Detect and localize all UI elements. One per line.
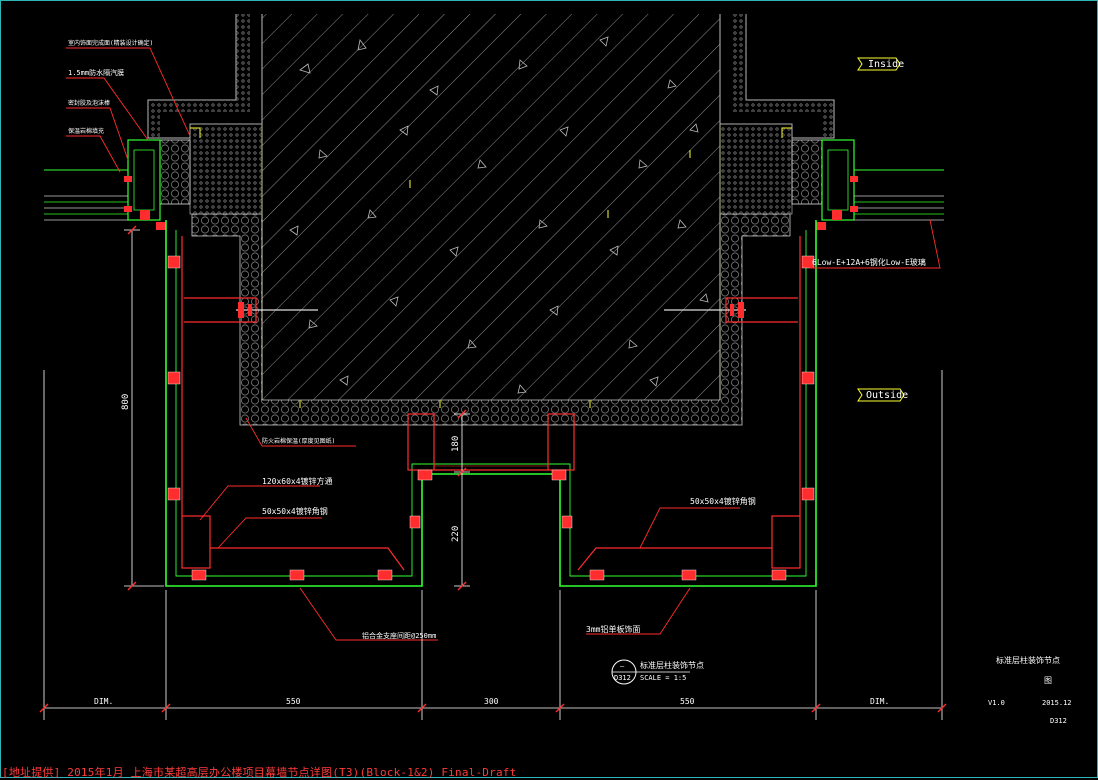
inside-tag	[857, 57, 901, 71]
title-block-stamp: 图	[1044, 676, 1052, 685]
detail-title: 标准层柱装饰节点	[640, 660, 704, 670]
dimension-lines	[43, 229, 943, 720]
angle-right-label: 50x50x4镀锌角钢	[690, 496, 756, 506]
dim-550-right: 550	[680, 697, 695, 706]
title-block-title: 标准层柱装饰节点	[996, 655, 1060, 665]
dimension-ticks	[39, 225, 947, 713]
detail-marker	[611, 659, 690, 685]
detail-number: —	[620, 662, 625, 670]
aluminum-label: 3mm铝单板饰面	[586, 624, 640, 634]
leaders	[66, 47, 941, 641]
title-block-date: 2015.12	[1042, 699, 1072, 707]
dim-300: 300	[484, 697, 499, 706]
dim-left-dim: DIM.	[94, 697, 113, 706]
fire-insulation	[191, 213, 791, 426]
right-mullion	[791, 139, 944, 230]
title-block-sheet: D312	[1050, 717, 1067, 725]
hollow-section-label: 120x60x4镀锌方通	[262, 476, 333, 486]
sealant-label: 密封胶及泡沫棒	[68, 99, 110, 107]
fire-insulation-label: 防火岩棉保温(厚度见图纸)	[262, 437, 335, 445]
yellow-markers	[190, 127, 792, 408]
glass-spec-label: 6Low-E+12A+6钢化Low-E玻璃	[812, 257, 926, 267]
dim-220: 220	[451, 526, 461, 542]
support-spacing-label: 铝合金支座间距@250mm	[362, 631, 436, 640]
outside-label: Outside	[866, 390, 908, 401]
outside-tag	[857, 388, 905, 402]
top-note-label: 室内饰面完成面(精装设计确定)	[68, 39, 153, 47]
detail-sheet: D312	[614, 674, 631, 682]
inside-label: Inside	[868, 59, 904, 70]
dim-180: 180	[451, 436, 461, 452]
title-block-version: V1.0	[988, 699, 1005, 707]
upper-walls	[147, 14, 835, 215]
dim-800: 800	[121, 394, 131, 410]
anchor-bolts	[236, 302, 746, 318]
membrane-label: 1.5mm防水隔汽膜	[68, 68, 124, 77]
dim-right-dim: DIM.	[870, 697, 889, 706]
left-mullion	[44, 139, 191, 230]
footer-path: [地址提供] 2015年1月 上海市某超高层办公楼项目幕墙节点详图(T3)(Bl…	[2, 766, 517, 779]
dim-550-left: 550	[286, 697, 301, 706]
brackets	[167, 255, 815, 581]
aluminum-cladding	[165, 220, 817, 587]
concrete-column	[261, 14, 721, 400]
insulation-note-label: 保温岩棉填充	[68, 127, 104, 135]
detail-scale: SCALE = 1:5	[640, 674, 686, 682]
angle-left-label: 50x50x4镀锌角钢	[262, 506, 328, 516]
